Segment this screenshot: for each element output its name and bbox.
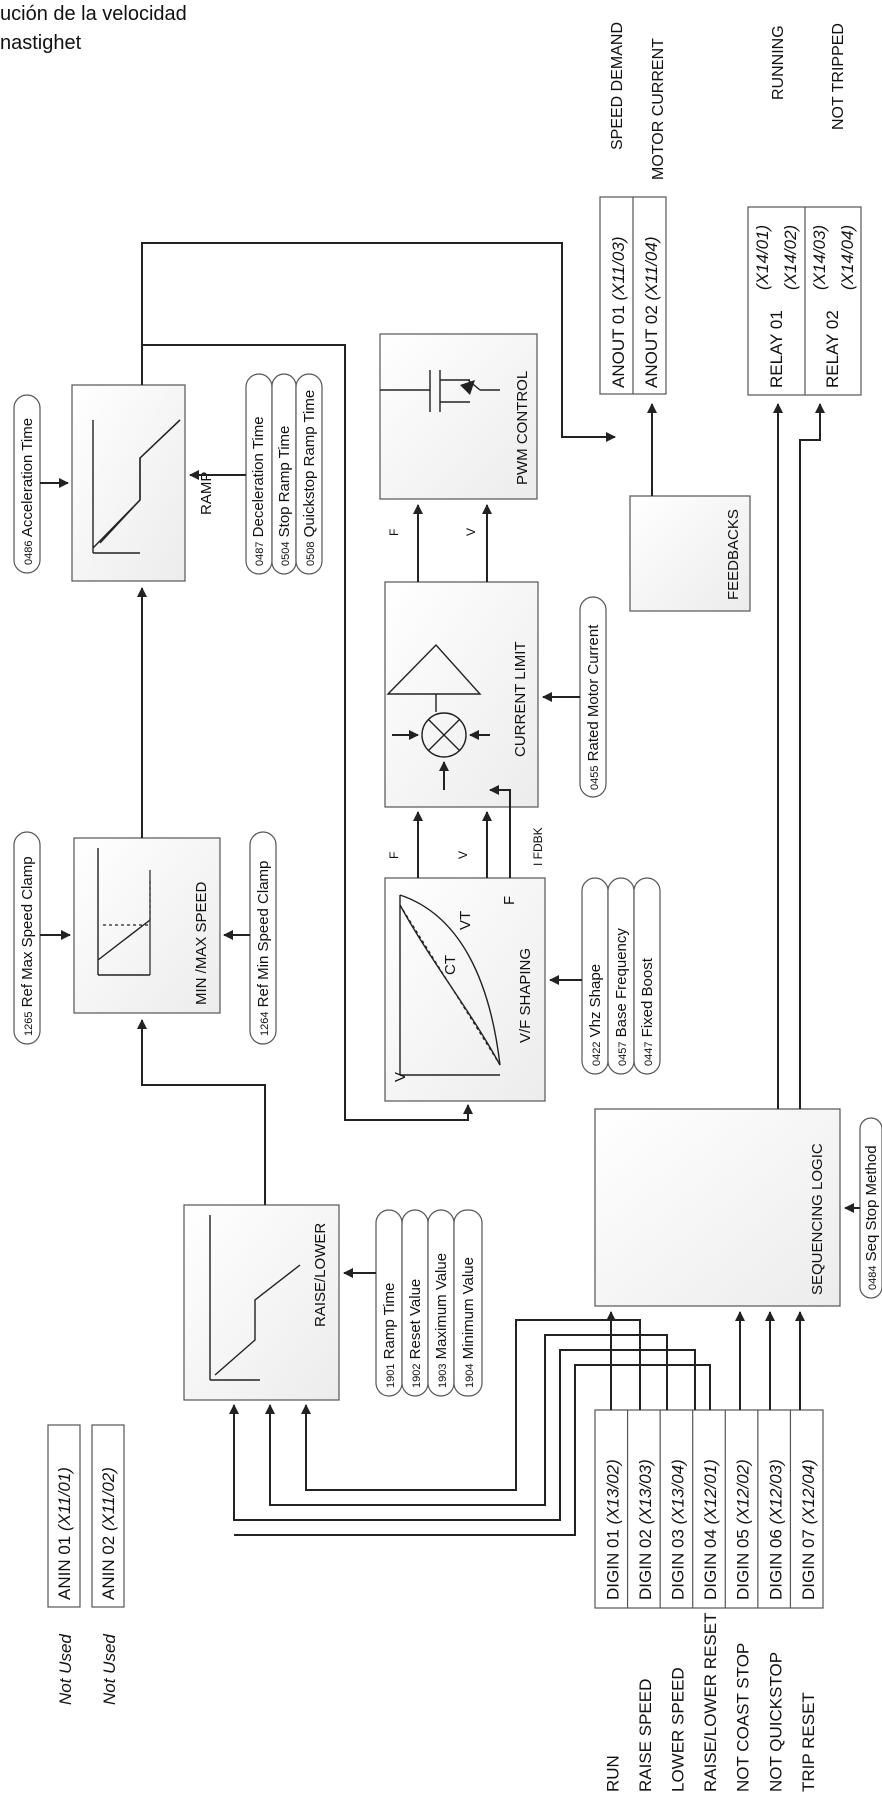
relay-02-terminal-1: (X14/03): [810, 225, 829, 290]
signal-v-top: V: [464, 528, 478, 536]
quickstop-ramp-text: 0508 Quickstop Ramp Time: [301, 390, 318, 566]
digin-06-use: NOT QUICKSTOP: [766, 1652, 785, 1792]
motor-current-label: MOTOR CURRENT: [650, 38, 667, 180]
base-frequency-text: 0457 Base Frequency: [613, 928, 630, 1066]
min-clamp-param: 1264 Ref Min Speed Clamp: [249, 831, 277, 1045]
anin-02-use: Not Used: [100, 1634, 119, 1705]
maximum-value-text: 1903 Maximum Value: [433, 1253, 450, 1388]
pwm-title: PWM CONTROL: [514, 371, 531, 485]
vhz-shape-text: 0422 Vhz Shape: [587, 964, 604, 1066]
wires: [40, 242, 860, 1536]
vf-vt: VT: [457, 911, 474, 930]
stop-ramp-text: 0504 Stop Ramp Time: [276, 426, 293, 566]
vf-title: V/F SHAPING: [517, 948, 534, 1043]
min-max-title: MIN /MAX SPEED: [193, 881, 210, 1005]
decel-time-text: 0487 Deceleration Time: [250, 416, 267, 566]
signal-f-top: F: [387, 529, 401, 536]
raise-ramp-time-text: 1901 Ramp Time: [381, 1283, 398, 1388]
anin-02-box: ANIN 02 (X11/02): [91, 1424, 125, 1608]
raise-lower-block: RAISE/LOWER: [183, 1204, 340, 1401]
accel-text: 0486 Acceleration Time: [19, 418, 36, 565]
max-clamp-text: 1265 Ref Max Speed Clamp: [19, 856, 36, 1036]
seq-stop-param: 0484 Seq Stop Method: [859, 1117, 882, 1299]
vf-block: V F CT VT V/F SHAPING: [384, 877, 546, 1102]
rated-current-text: 0455 Rated Motor Current: [585, 624, 602, 790]
signal-ifdbk: I FDBK: [531, 827, 545, 866]
digin-07-use: TRIP RESET: [799, 1692, 818, 1792]
seq-stop-text: 0484 Seq Stop Method: [863, 1145, 880, 1290]
current-limit-title: CURRENT LIMIT: [512, 641, 529, 757]
relay-02-label: RELAY 02: [823, 310, 842, 388]
reset-value-text: 1902 Reset Value: [407, 1279, 424, 1388]
running-label: RUNNING: [770, 25, 787, 100]
digin-04-use: RAISE/LOWER RESET: [701, 1613, 720, 1792]
digin-block: DIGIN 01 (X13/02) DIGIN 02 (X13/03) DIGIN …: [594, 1409, 824, 1609]
vf-axis-f: F: [501, 896, 518, 905]
feedbacks-title: FEEDBACKS: [725, 509, 742, 600]
relay-01-terminal-1: (X14/01): [753, 225, 772, 290]
current-limit-block: CURRENT LIMIT: [384, 581, 539, 808]
title-line-1: ución de la velocidad: [0, 3, 187, 25]
anout-01-label: ANOUT 01 (X11/03): [609, 236, 628, 388]
digin-rows: DIGIN 01 (X13/02) DIGIN 02 (X13/03) DIGIN …: [603, 1410, 818, 1608]
title-line-2: nastighet: [0, 32, 82, 54]
min-clamp-text: 1264 Ref Min Speed Clamp: [255, 861, 272, 1036]
digin-07-label: DIGIN 07 (X12/04): [799, 1459, 818, 1600]
anin-01-label: ANIN 01 (X11/01): [55, 1467, 74, 1600]
relay-01-terminal-2: (X14/02): [781, 225, 800, 290]
sequencing-title: SEQUENCING LOGIC: [809, 1143, 826, 1295]
signal-f-mid: F: [387, 852, 401, 859]
digin-05-use: NOT COAST STOP: [734, 1643, 753, 1792]
anin-01-box: ANIN 01 (X11/01): [47, 1424, 81, 1608]
fixed-boost-text: 0447 Fixed Boost: [639, 957, 656, 1066]
digin-01-use: RUN: [603, 1755, 622, 1792]
max-clamp-param: 1265 Ref Max Speed Clamp: [13, 831, 41, 1045]
anout-02-label: ANOUT 02 (X11/04): [642, 236, 661, 388]
relay-block: RELAY 01 (X14/01) (X14/02) RELAY 02 (X14…: [747, 206, 862, 396]
anin-01-use: Not Used: [56, 1634, 75, 1705]
digin-04-label: DIGIN 04 (X12/01): [701, 1459, 720, 1600]
vf-axis-v: V: [392, 1072, 409, 1082]
raise-param-group: 1901 Ramp Time 1902 Reset Value 1903 Max…: [375, 1209, 483, 1397]
digin-03-use: LOWER SPEED: [669, 1667, 688, 1792]
anin-02-label: ANIN 02 (X11/02): [99, 1467, 118, 1600]
vf-ct: CT: [442, 955, 459, 975]
digin-02-label: DIGIN 02 (X13/03): [636, 1459, 655, 1600]
pwm-block: PWM CONTROL: [379, 333, 538, 500]
digin-02-use: RAISE SPEED: [636, 1679, 655, 1792]
relay-02-terminal-2: (X14/04): [838, 225, 857, 290]
digin-05-label: DIGIN 05 (X12/02): [734, 1459, 753, 1600]
rated-current-param: 0455 Rated Motor Current: [579, 596, 607, 798]
signal-v-mid: V: [456, 851, 470, 859]
ramp-param-group: 0487 Deceleration Time 0504 Stop Ramp Ti…: [245, 373, 323, 575]
digin-use-labels: RUN RAISE SPEED LOWER SPEED RAISE/LOWER RES…: [603, 1613, 817, 1792]
digin-03-label: DIGIN 03 (X13/04): [669, 1459, 688, 1600]
anout-block: ANOUT 01 (X11/03) ANOUT 02 (X11/04): [599, 196, 667, 395]
feedbacks-block: FEEDBACKS: [629, 495, 751, 612]
relay-01-label: RELAY 01: [767, 310, 786, 388]
speed-demand-label: SPEED DEMAND: [609, 22, 626, 150]
ramp-block: RAMP: [71, 384, 215, 582]
digin-06-label: DIGIN 06 (X12/03): [766, 1459, 785, 1600]
accel-param: 0486 Acceleration Time: [13, 394, 41, 574]
ramp-title: RAMP: [198, 472, 215, 515]
minimum-value-text: 1904 Minimum Value: [460, 1257, 477, 1388]
min-max-block: MIN /MAX SPEED: [73, 837, 221, 1014]
raise-lower-title: RAISE/LOWER: [312, 1223, 329, 1327]
vf-param-group: 0422 Vhz Shape 0457 Base Frequency 0447 …: [581, 877, 661, 1075]
not-tripped-label: NOT TRIPPED: [830, 23, 847, 130]
sequencing-block: SEQUENCING LOGIC: [594, 1108, 841, 1307]
digin-01-label: DIGIN 01 (X13/02): [603, 1459, 622, 1600]
